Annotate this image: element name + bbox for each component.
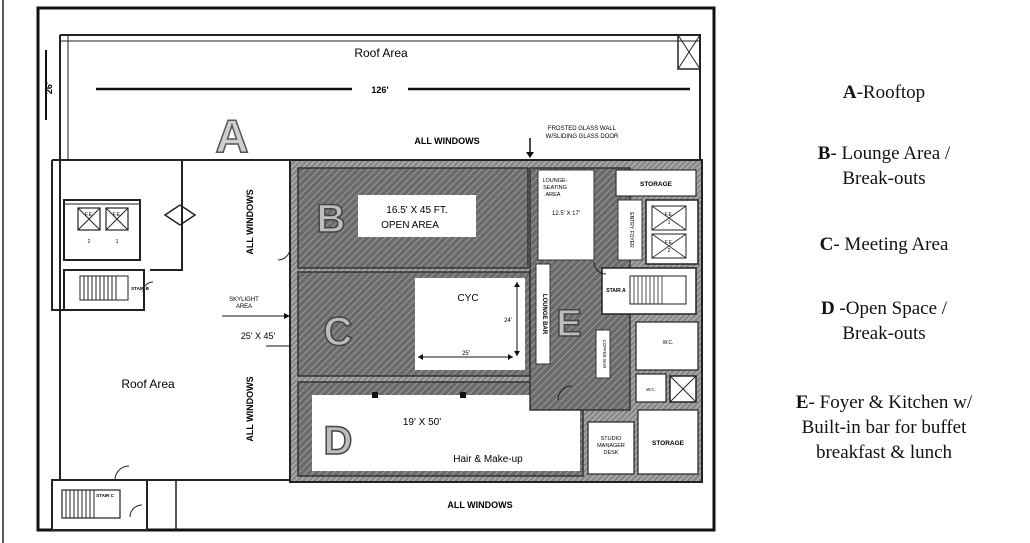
cyc-label: CYC (457, 293, 478, 304)
lounge-bar-label: LOUNGE BAR (541, 294, 547, 335)
zone-e-letter: E (556, 303, 581, 345)
zone-a-letter: A (215, 110, 248, 162)
floor-plan: 126' 26' Roof Area A ALL WINDOWS FROSTED… (2, 0, 716, 543)
lounge-seating-label-3: AREA (546, 192, 561, 198)
legend-text-e-3: breakfast & lunch (815, 442, 953, 463)
fe-label-2: F.E. (113, 212, 122, 218)
legend-key-b: B (817, 143, 831, 164)
zone-c-letter: C (324, 310, 353, 354)
coffee-bar-label: COFFEE BAR (602, 340, 607, 370)
cyc-height-label: 24' (504, 318, 512, 324)
fe-label-4: F.E. (665, 240, 674, 246)
legend-text-d-2: Break-outs (842, 323, 926, 344)
legend-item-a: A-Rooftop (738, 80, 1030, 105)
legend-text-b: - Lounge Area / (830, 143, 951, 164)
fe-num-1: 2 (88, 239, 91, 245)
entry-foyer (617, 199, 643, 261)
fe-num-3: 1 (668, 220, 671, 226)
lounge-bar (535, 263, 551, 365)
all-windows-top: ALL WINDOWS (414, 136, 479, 146)
cyc-width-label: 25' (462, 351, 470, 357)
zone-b-desc: OPEN AREA (381, 220, 439, 231)
dimension-26-label: 26' (44, 82, 54, 94)
zone-d-letter: D (324, 419, 353, 463)
entry-foyer-label: ENTRY FOYER (628, 212, 634, 248)
legend-item-d: D -Open Space / Break-outs (738, 296, 1030, 346)
dimension-126-label: 126' (371, 85, 388, 95)
legend-text-e-2: Built-in bar for buffet (801, 417, 967, 438)
zone-b-letter: B (317, 197, 346, 241)
zone-b-label-box (358, 195, 476, 237)
fe-num-2: 1 (116, 239, 119, 245)
left-service-block (51, 159, 197, 311)
stair-c-label: STAIR C (96, 493, 114, 498)
fe-num-4: 2 (668, 248, 671, 254)
fe-label-3: F.E. (665, 212, 674, 218)
skylight-label-2: AREA (236, 304, 252, 310)
stair-c-block (51, 465, 177, 531)
fe-label-1: F.E. (85, 212, 94, 218)
cyc-area (415, 278, 525, 370)
frosted-glass-label-1: FROSTED GLASS WALL (548, 126, 617, 132)
legend-item-c: C- Meeting Area (738, 232, 1030, 257)
lounge-seating-area (537, 169, 595, 261)
fe-right-block (645, 199, 699, 265)
frosted-glass-label-2: W/SLIDING GLASS DOOR (546, 134, 619, 140)
roof-area-top-label: Roof Area (354, 46, 408, 60)
studio-manager-desk (587, 421, 635, 475)
studio-label-1: STUDIO (601, 436, 623, 442)
legend-text-c: - Meeting Area (833, 234, 949, 255)
skylight-label-1: SKYLIGHT (229, 297, 259, 303)
dimension-126: 126' (96, 85, 690, 95)
stair-a-label: STAIR A (606, 288, 626, 294)
storage-top (615, 169, 697, 197)
legend-key-c: C (819, 234, 834, 255)
zone-d-desc: Hair & Make-up (453, 454, 523, 465)
wc-label-1: W.C. (663, 340, 674, 346)
wc-room-1 (635, 321, 699, 371)
legend-text-d: -Open Space / (834, 298, 948, 319)
legend-item-e: E- Foyer & Kitchen w/ Built-in bar for b… (738, 390, 1030, 465)
storage-top-label: STORAGE (640, 181, 673, 188)
legend-key-d: D (820, 298, 835, 319)
legend-item-b: B- Lounge Area / Break-outs (738, 141, 1030, 191)
all-windows-left-upper: ALL WINDOWS (245, 189, 255, 254)
coffee-bar (595, 329, 611, 379)
dimension-26: 26' (44, 50, 54, 120)
wc-room-2 (635, 373, 667, 403)
lounge-dimension: 12.5' X 17' (552, 211, 580, 217)
legend: A-Rooftop B- Lounge Area / Break-outs C-… (738, 0, 1030, 543)
zone-d-dimension: 19' X 50' (403, 417, 441, 428)
studio-label-3: DESK (604, 450, 619, 456)
studio-label-2: MANAGER (597, 443, 625, 449)
legend-key-e: E (795, 392, 809, 413)
storage-bottom-label: STORAGE (652, 440, 685, 447)
legend-key-a: A (842, 82, 857, 103)
zone-b-dimension: 16.5' X 45 FT. (386, 205, 447, 216)
legend-text-e: - Foyer & Kitchen w/ (808, 392, 973, 413)
all-windows-left-lower: ALL WINDOWS (245, 376, 255, 441)
roof-area-left-label: Roof Area (121, 377, 175, 391)
stair-b-label: STAIR B (131, 286, 149, 291)
all-windows-bottom: ALL WINDOWS (447, 500, 512, 510)
c-dimension-label: 25' X 45' (241, 331, 276, 341)
legend-text-b-2: Break-outs (842, 168, 926, 189)
wc-label-2: W.C. (646, 387, 656, 392)
lounge-seating-label-1: LOUNGE- (542, 178, 567, 184)
storage-bottom (637, 409, 699, 475)
legend-text-a: -Rooftop (856, 82, 926, 103)
lounge-seating-label-2: SEATING (543, 185, 567, 191)
